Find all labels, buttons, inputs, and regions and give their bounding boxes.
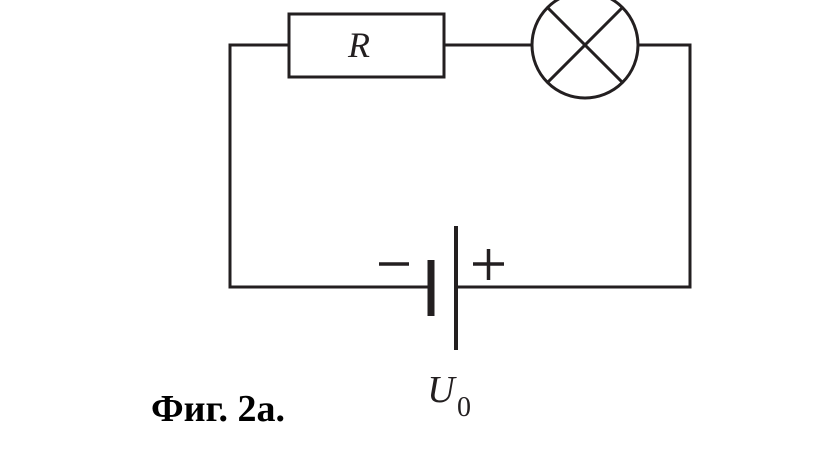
battery-plus-sign: + <box>473 249 504 280</box>
battery: − + U 0 <box>379 226 504 423</box>
resistor-label: R <box>347 25 370 65</box>
wire-right <box>454 43 692 289</box>
voltage-subscript: 0 <box>457 392 471 423</box>
resistor-body <box>287 12 446 79</box>
voltage-symbol: U <box>427 369 457 411</box>
lamp <box>530 0 640 100</box>
wire-left-top <box>228 43 291 289</box>
battery-voltage-label: U 0 <box>427 369 471 423</box>
resistor: R <box>287 12 446 79</box>
figure-caption: Фиг. 2а. <box>151 388 285 430</box>
circuit-wires <box>228 43 692 289</box>
lamp-cross-icon <box>545 5 625 85</box>
